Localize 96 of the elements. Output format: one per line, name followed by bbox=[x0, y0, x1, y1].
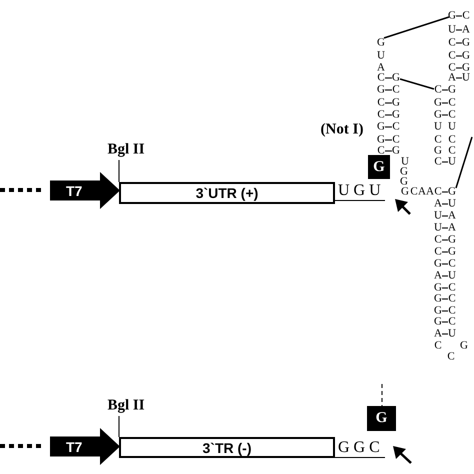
nucleotide-letter: G bbox=[392, 98, 400, 108]
nucleotide-letter: G bbox=[392, 72, 400, 84]
nucleotide-letter: G bbox=[448, 84, 456, 96]
nucleotide-letter: U bbox=[448, 24, 456, 36]
nucleotide-letter: A bbox=[426, 186, 434, 198]
sequence-name: 3`UTR (+) bbox=[196, 185, 258, 201]
nucleotide-letter: C bbox=[448, 306, 456, 316]
nucleotide-letter: C bbox=[377, 146, 385, 156]
nucleotide-letter: G bbox=[448, 246, 456, 258]
site-label: Bgl II bbox=[107, 398, 145, 414]
sequence-letters: U G U bbox=[335, 183, 385, 201]
nucleotide-letter: G bbox=[434, 282, 442, 294]
nucleotide-letter: U bbox=[434, 222, 442, 234]
nucleotide-letter: U bbox=[448, 270, 456, 282]
sequence-box bbox=[119, 182, 335, 204]
nucleotide-letter: C bbox=[448, 294, 456, 304]
nucleotide-letter: G bbox=[376, 410, 388, 427]
nucleotide-letter: G bbox=[448, 234, 456, 246]
nucleotide-letter: U bbox=[448, 328, 456, 340]
nucleotide-letter: G bbox=[462, 38, 470, 48]
nucleotide-letter: U bbox=[448, 198, 456, 210]
nucleotide-letter: C bbox=[434, 340, 442, 352]
nucleotide-letter: G bbox=[448, 10, 456, 22]
nucleotide-letter: C bbox=[448, 62, 456, 74]
nucleotide-letter: G bbox=[377, 122, 385, 132]
nucleotide-letter: C bbox=[448, 316, 456, 328]
nucleotide-letter: U bbox=[448, 122, 456, 132]
nucleotide-letter: G bbox=[401, 186, 409, 198]
nucleotide-letter: G bbox=[460, 340, 468, 352]
nucleotide-letter: A bbox=[418, 186, 426, 198]
nucleotide-letter: C bbox=[434, 156, 442, 168]
nucleotide-letter: C bbox=[392, 122, 400, 132]
nucleotide-letter: C bbox=[392, 84, 400, 96]
nucleotide-letter: A bbox=[448, 210, 456, 222]
nucleotide-letter: G bbox=[373, 158, 385, 176]
sequence-name: 3`TR (-) bbox=[202, 440, 252, 456]
nucleotide-letter: C bbox=[448, 282, 456, 294]
nucleotide-letter: G bbox=[434, 316, 442, 328]
nucleotide-letter: C bbox=[377, 98, 385, 108]
nucleotide-letter: C bbox=[448, 110, 456, 120]
nucleotide-letter: C bbox=[448, 134, 456, 146]
nucleotide-letter: A bbox=[448, 72, 456, 84]
nucleotide-letter: C bbox=[410, 186, 418, 198]
nucleotide-letter: C bbox=[448, 38, 456, 48]
nucleotide-letter: G bbox=[434, 294, 442, 304]
nucleotide-letter: C bbox=[434, 234, 442, 246]
nucleotide-letter: U bbox=[462, 72, 470, 84]
nucleotide-letter: C bbox=[434, 84, 442, 96]
nucleotide-box bbox=[367, 406, 396, 431]
nucleotide-letter: G bbox=[448, 186, 456, 198]
nucleotide-box bbox=[368, 155, 390, 179]
nucleotide-letter: G bbox=[377, 38, 385, 48]
sequence-name: T7 bbox=[66, 438, 82, 454]
nucleotide-letter: C bbox=[448, 50, 456, 62]
nucleotide-letter: G bbox=[434, 258, 442, 270]
nucleotide-letter: G bbox=[462, 50, 470, 62]
sequence-box bbox=[119, 437, 335, 458]
nucleotide-letter: C bbox=[447, 352, 455, 362]
nucleotide-letter: A bbox=[434, 328, 442, 340]
nucleotide-letter: C bbox=[434, 134, 442, 146]
nucleotide-letter: G bbox=[434, 306, 442, 316]
nucleotide-letter: C bbox=[392, 134, 400, 146]
site-label: (Not I) bbox=[320, 122, 364, 138]
nucleotide-letter: G bbox=[392, 110, 400, 120]
nucleotide-letter: G bbox=[400, 166, 408, 178]
promoter-arrow bbox=[50, 172, 120, 209]
nucleotide-letter: U bbox=[401, 156, 409, 168]
nucleotide-letter: A bbox=[434, 198, 442, 210]
nucleotide-letter: G bbox=[377, 134, 385, 146]
nucleotide-letter: C bbox=[448, 98, 456, 108]
nucleotide-letter: G bbox=[377, 84, 385, 96]
sequence-letters: G G C bbox=[335, 440, 385, 458]
nucleotide-letter: U bbox=[448, 156, 456, 168]
nucleotide-letter: G bbox=[400, 176, 408, 188]
nucleotide-letter: A bbox=[377, 62, 385, 74]
nucleotide-letter: G bbox=[434, 110, 442, 120]
nucleotide-letter: G bbox=[434, 146, 442, 156]
nucleotide-letter: C bbox=[377, 110, 385, 120]
nucleotide-letter: U bbox=[434, 122, 442, 132]
nucleotide-letter: A bbox=[448, 222, 456, 234]
nucleotide-letter: G bbox=[462, 62, 470, 74]
nucleotide-letter: C bbox=[448, 258, 456, 270]
nucleotide-letter: A bbox=[462, 24, 470, 36]
nucleotide-letter: C bbox=[377, 72, 385, 84]
promoter-arrow bbox=[50, 428, 120, 465]
nucleotide-letter: U bbox=[377, 50, 385, 62]
site-label: Bgl II bbox=[107, 142, 145, 158]
nucleotide-letter: C bbox=[434, 186, 442, 198]
nucleotide-letter: G bbox=[392, 146, 400, 156]
nucleotide-letter: C bbox=[462, 10, 470, 22]
nucleotide-letter: C bbox=[448, 146, 456, 156]
nucleotide-letter: U bbox=[434, 210, 442, 222]
nucleotide-letter: G bbox=[434, 98, 442, 108]
sequence-name: T7 bbox=[66, 182, 82, 198]
nucleotide-letter: C bbox=[434, 246, 442, 258]
nucleotide-letter: A bbox=[434, 270, 442, 282]
